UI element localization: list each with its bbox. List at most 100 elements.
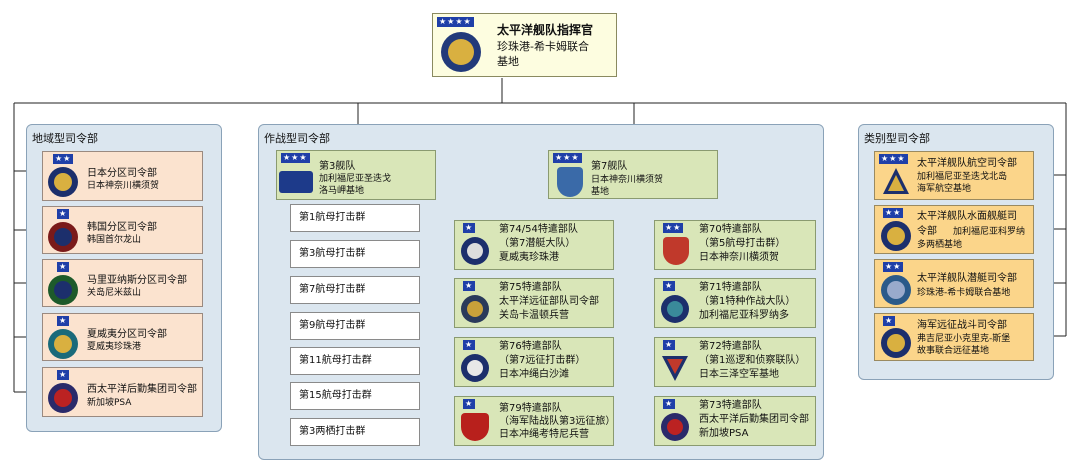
node-title: 第71特遣部队 <box>699 282 762 293</box>
node-location-2: 海军航空基地 <box>917 184 972 194</box>
rank-stars: ★★★ <box>281 153 310 163</box>
hawaii-command-node[interactable]: ★ 夏威夷分区司令部 夏威夷珍珠港 <box>42 313 203 361</box>
node-title: 太平洋舰队水面舰艇司 <box>917 211 1017 222</box>
node-location: 日本神奈川横须贺 <box>591 175 664 185</box>
node-title: 太平洋舰队指挥官 <box>497 23 594 37</box>
strike-group-node[interactable]: 第3两栖打击群 <box>290 418 420 446</box>
naval-air-forces-node[interactable]: ★★★ 太平洋舰队航空司令部 加利福尼亚圣迭戈北岛 海军航空基地 <box>874 151 1034 200</box>
node-title: 第3舰队 <box>319 161 356 172</box>
strike-group-node[interactable]: 第7航母打击群 <box>290 276 420 304</box>
panel-title-region: 地域型司令部 <box>32 132 98 145</box>
carrier-group-shield-icon <box>663 237 689 265</box>
air-forces-triangle-icon <box>883 168 909 194</box>
strike-group-node[interactable]: 第3航母打击群 <box>290 240 420 268</box>
task-force-emblem-icon <box>661 295 689 323</box>
submarine-forces-node[interactable]: ★★ 太平洋舰队潜艇司令部 珍珠港-希卡姆联合基地 <box>874 259 1034 308</box>
node-title: 海军远征战斗司令部 <box>917 320 1007 331</box>
rank-stars: ★ <box>463 399 476 409</box>
node-title: 第15航母打击群 <box>299 390 372 401</box>
task-force-node[interactable]: ★ 第75特遣部队 太平洋远征部队司令部 关岛卡温顿兵营 <box>454 278 614 328</box>
panel-title-type: 类别型司令部 <box>864 132 930 145</box>
node-title: 第79特遣部队 <box>499 403 562 414</box>
node-title: 第74/54特遣部队 <box>499 224 578 235</box>
pacific-fleet-seal-icon <box>441 32 481 72</box>
task-force-node[interactable]: ★ 第79特遣部队 （海军陆战队第3远征旅） 日本冲绳考特尼兵营 <box>454 396 616 446</box>
surface-forces-emblem-icon <box>881 221 911 251</box>
rank-stars: ★ <box>463 340 476 350</box>
node-title: 夏威夷分区司令部 <box>87 329 167 340</box>
task-force-node[interactable]: ★ 第73特遣部队 西太平洋后勤集团司令部 新加坡PSA <box>654 396 816 446</box>
node-location: 日本冲绳白沙滩 <box>499 369 569 380</box>
node-unit: （第5航母打击群） <box>699 238 786 249</box>
node-location: 日本冲绳考特尼兵营 <box>499 429 589 440</box>
node-location: 夏威夷珍珠港 <box>499 252 559 263</box>
rank-stars: ★★ <box>663 223 684 233</box>
node-unit: （第7潜艇大队） <box>499 238 576 249</box>
rank-stars: ★ <box>57 209 70 219</box>
node-title: 第76特遣部队 <box>499 341 562 352</box>
node-unit: （第7远征打击群） <box>499 355 586 366</box>
node-location: 日本神奈川横须贺 <box>87 181 160 191</box>
node-location: 关岛尼米兹山 <box>87 288 142 298</box>
node-title: 第75特遣部队 <box>499 282 562 293</box>
submarine-forces-emblem-icon <box>881 275 911 305</box>
marine-brigade-shield-icon <box>461 413 489 441</box>
hawaii-command-emblem-icon <box>48 329 78 359</box>
rank-stars: ★★★ <box>879 154 908 164</box>
marianas-command-node[interactable]: ★ 马里亚纳斯分区司令部 关岛尼米兹山 <box>42 259 203 307</box>
panel-title-ops: 作战型司令部 <box>264 132 330 145</box>
node-title: 太平洋舰队潜艇司令部 <box>917 273 1017 284</box>
japan-command-emblem-icon <box>48 167 78 197</box>
west-pacific-logistics-node[interactable]: ★ 西太平洋后勤集团司令部 新加坡PSA <box>42 367 203 417</box>
strike-group-node[interactable]: 第15航母打击群 <box>290 382 420 410</box>
node-title: 韩国分区司令部 <box>87 222 157 233</box>
node-unit: （海军陆战队第3远征旅） <box>499 416 616 427</box>
seventh-fleet-node[interactable]: ★★★ 第7舰队 日本神奈川横须贺 基地 <box>548 150 718 199</box>
task-force-emblem-icon <box>661 413 689 441</box>
node-title: 西太平洋后勤集团司令部 <box>87 384 197 395</box>
node-title: 第3航母打击群 <box>299 248 366 259</box>
task-force-node[interactable]: ★ 第76特遣部队 （第7远征打击群） 日本冲绳白沙滩 <box>454 337 614 387</box>
rank-stars: ★ <box>463 223 476 233</box>
node-title: 太平洋舰队航空司令部 <box>917 158 1017 169</box>
logistics-group-emblem-icon <box>48 383 78 413</box>
node-location: 日本三泽空军基地 <box>699 369 779 380</box>
rank-stars: ★ <box>463 281 476 291</box>
rank-stars: ★ <box>57 370 70 380</box>
task-force-emblem-icon <box>461 354 489 382</box>
node-location: 珍珠港-希卡姆联合 <box>497 40 589 53</box>
node-title: 第7舰队 <box>591 161 628 172</box>
third-fleet-node[interactable]: ★★★ 第3舰队 加利福尼亚圣迭戈 洛马岬基地 <box>276 150 436 200</box>
strike-group-node[interactable]: 第11航母打击群 <box>290 347 420 375</box>
task-force-node[interactable]: ★ 第72特遣部队 （第1巡逻和侦察联队） 日本三泽空军基地 <box>654 337 816 387</box>
node-location: 新加坡PSA <box>87 398 132 408</box>
node-location-2: 多两栖基地 <box>917 240 963 250</box>
node-unit: （第1巡逻和侦察联队） <box>699 355 806 366</box>
node-location: 韩国首尔龙山 <box>87 235 142 245</box>
node-title: 第11航母打击群 <box>299 355 372 366</box>
rank-stars: ★★★ <box>553 153 582 163</box>
task-force-node[interactable]: ★★ 第70特遣部队 （第5航母打击群） 日本神奈川横须贺 <box>654 220 816 270</box>
node-location: 夏威夷珍珠港 <box>87 342 142 352</box>
node-location: 弗吉尼亚小克里克-斯堡 <box>917 334 1011 344</box>
node-location: 新加坡PSA <box>699 428 749 439</box>
strike-group-node[interactable]: 第9航母打击群 <box>290 312 420 340</box>
patrol-wing-triangle-icon <box>662 356 688 381</box>
korea-command-node[interactable]: ★ 韩国分区司令部 韩国首尔龙山 <box>42 206 203 254</box>
expeditionary-combat-node[interactable]: ★ 海军远征战斗司令部 弗吉尼亚小克里克-斯堡 故事联合远征基地 <box>874 313 1034 361</box>
node-location: 关岛卡温顿兵营 <box>499 310 569 321</box>
strike-group-node[interactable]: 第1航母打击群 <box>290 204 420 232</box>
rank-stars: ★ <box>663 340 676 350</box>
node-title: 马里亚纳斯分区司令部 <box>87 275 187 286</box>
japan-command-node[interactable]: ★★ 日本分区司令部 日本神奈川横须贺 <box>42 151 203 201</box>
task-force-emblem-icon <box>461 237 489 265</box>
task-force-node[interactable]: ★ 第71特遣部队 （第1特种作战大队） 加利福尼亚科罗纳多 <box>654 278 816 328</box>
node-unit: 西太平洋后勤集团司令部 <box>699 414 809 425</box>
surface-forces-node[interactable]: ★★ 太平洋舰队水面舰艇司 令部 加利福尼亚科罗纳 多两栖基地 <box>874 205 1034 254</box>
rank-stars: ★ <box>663 281 676 291</box>
node-title: 第3两栖打击群 <box>299 426 366 437</box>
third-fleet-logo-icon <box>279 171 313 193</box>
pacific-fleet-commander-node[interactable]: ★★★★ 太平洋舰队指挥官 珍珠港-希卡姆联合 基地 <box>432 13 617 77</box>
node-title: 第1航母打击群 <box>299 212 366 223</box>
task-force-node[interactable]: ★ 第74/54特遣部队 （第7潜艇大队） 夏威夷珍珠港 <box>454 220 614 270</box>
